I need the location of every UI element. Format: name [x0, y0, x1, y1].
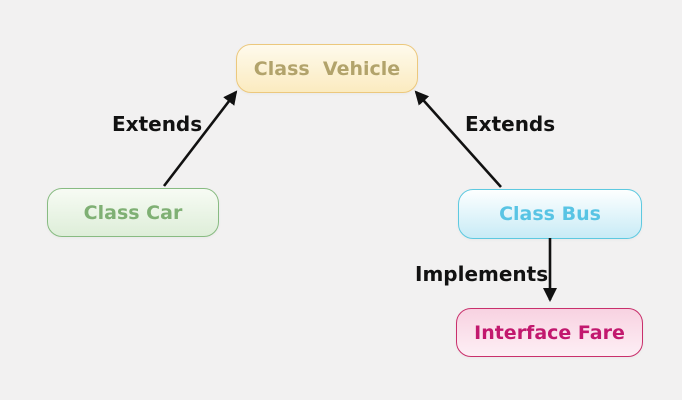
node-class-bus: Class Bus	[458, 189, 642, 239]
node-class-car-label: Class Car	[83, 201, 183, 224]
edge-car-extends-vehicle	[162, 90, 238, 187]
node-interface-fare: Interface Fare	[456, 308, 643, 357]
node-class-vehicle: Class Vehicle	[236, 44, 418, 93]
edge-bus-extends-vehicle	[414, 90, 502, 188]
edge-label-extends-left: Extends	[112, 112, 203, 136]
node-class-bus-label: Class Bus	[499, 203, 601, 225]
edge-label-implements: Implements	[415, 262, 549, 286]
node-class-vehicle-label: Class Vehicle	[253, 57, 401, 80]
node-interface-fare-label: Interface Fare	[474, 321, 625, 344]
edge-label-extends-right: Extends	[465, 112, 556, 136]
node-class-car: Class Car	[47, 188, 219, 237]
